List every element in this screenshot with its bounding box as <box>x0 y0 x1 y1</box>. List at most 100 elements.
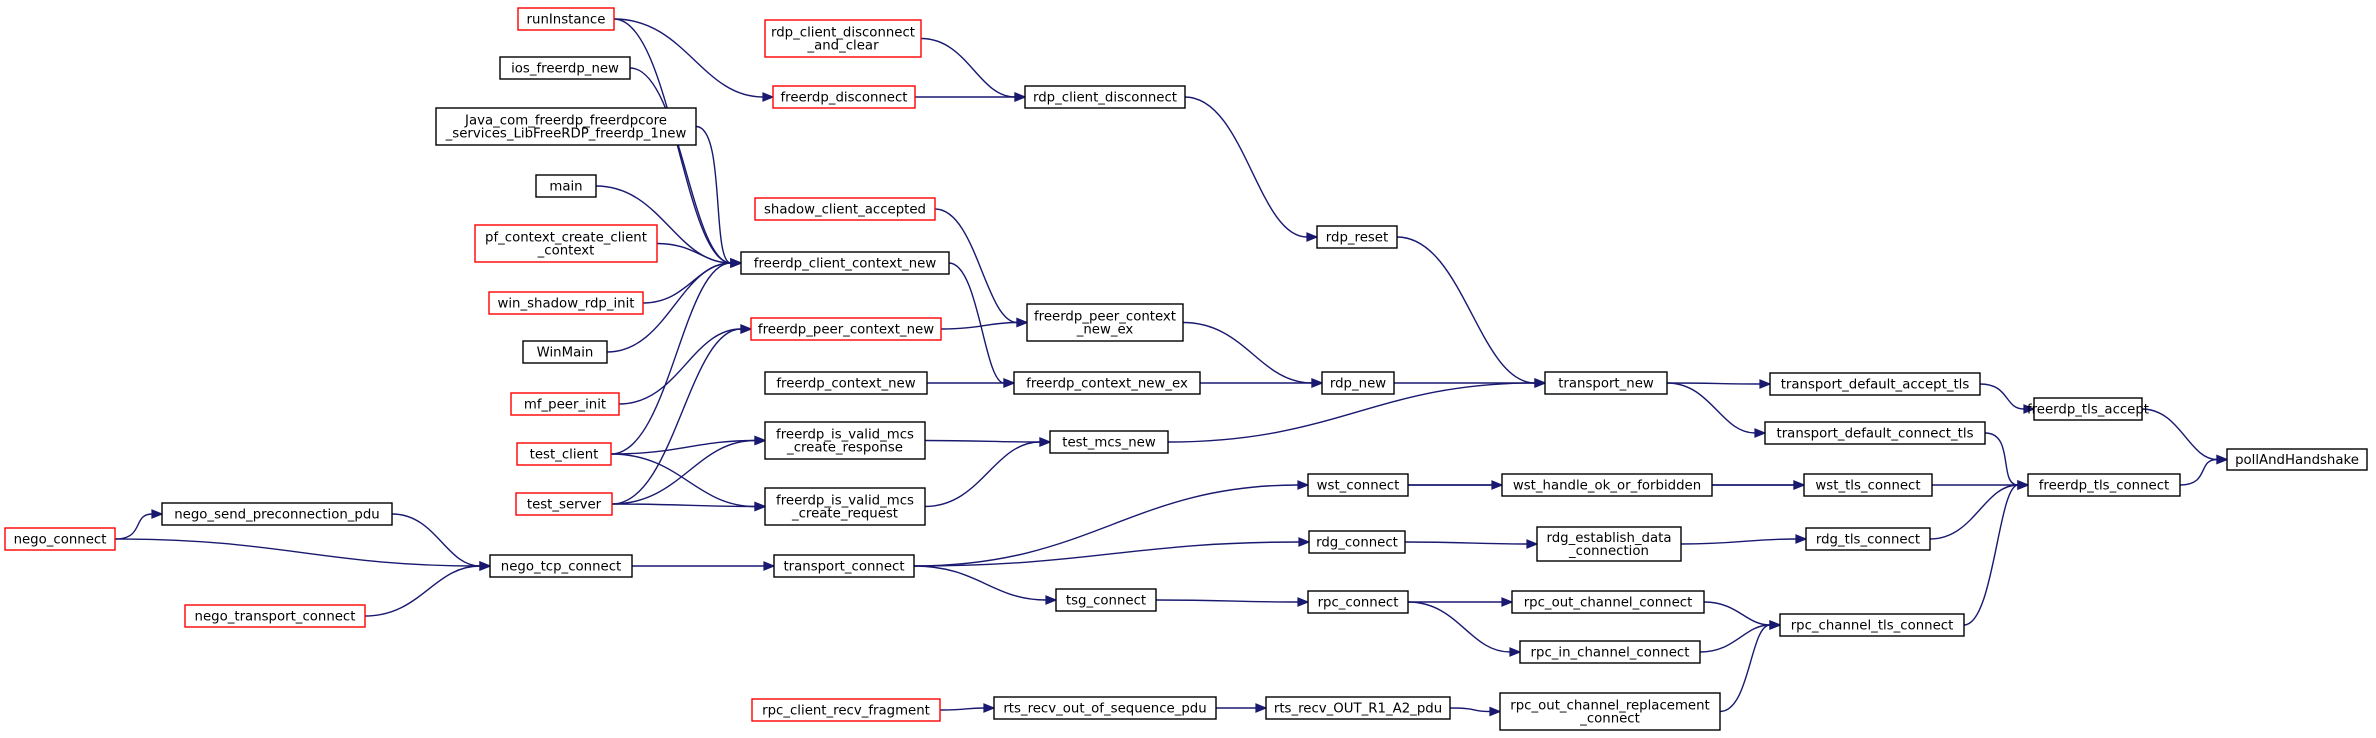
node-rdg_connect[interactable]: rdg_connect <box>1308 530 1406 554</box>
node-label: test_client <box>530 448 599 463</box>
node-box <box>1769 372 1981 396</box>
edge-line <box>1404 541 1528 545</box>
node-freerdp_disconnect[interactable]: freerdp_disconnect <box>772 85 916 109</box>
node-freerdp_context_new[interactable]: freerdp_context_new <box>764 371 928 395</box>
node-rdp_client_disconnect_and_clear[interactable]: rdp_client_disconnect_and_clear <box>764 19 922 58</box>
node-runInstance[interactable]: runInstance <box>517 7 615 31</box>
node-box <box>515 492 613 516</box>
node-rdp_reset[interactable]: rdp_reset <box>1316 225 1398 249</box>
node-wst_tls_connect[interactable]: wst_tls_connect <box>1803 473 1933 497</box>
edge-line <box>913 565 1047 601</box>
node-mf_peer_init[interactable]: mf_peer_init <box>510 392 620 416</box>
edge-line <box>611 439 756 505</box>
node-rpc_client_recv_fragment[interactable]: rpc_client_recv_fragment <box>751 698 941 722</box>
node-box <box>488 291 644 315</box>
node-box <box>1024 85 1186 109</box>
node-nego_send_preconnection_pdu[interactable]: nego_send_preconnection_pdu <box>161 502 393 526</box>
node-transport_connect[interactable]: transport_connect <box>773 554 915 578</box>
node-box <box>764 487 926 526</box>
node-label: _connect <box>1579 712 1640 727</box>
node-test_server[interactable]: test_server <box>515 492 613 516</box>
node-nego_tcp_connect[interactable]: nego_tcp_connect <box>489 554 633 578</box>
node-ios_freerdp_new[interactable]: ios_freerdp_new <box>499 56 631 80</box>
edge-line <box>1680 538 1797 545</box>
node-label: transport_default_accept_tls <box>1781 378 1970 393</box>
edge-line <box>924 441 1041 508</box>
node-main[interactable]: main <box>535 174 597 198</box>
node-rdg_establish_data_connection[interactable]: rdg_establish_data_connection <box>1536 526 1682 562</box>
edge-transport_new-to-transport_default_accept_tls <box>1666 379 1772 389</box>
edge-line <box>1666 382 1761 385</box>
nodes-layer: pollAndHandshakefreerdp_tls_acceptfreerd… <box>4 7 2368 731</box>
node-freerdp_client_context_new[interactable]: freerdp_client_context_new <box>740 251 950 275</box>
node-label: _and_clear <box>806 39 879 54</box>
node-rpc_channel_tls_connect[interactable]: rpc_channel_tls_connect <box>1779 613 1965 637</box>
node-rpc_in_channel_connect[interactable]: rpc_in_channel_connect <box>1519 640 1701 664</box>
node-box <box>1764 421 1986 445</box>
node-freerdp_is_valid_mcs_create_response[interactable]: freerdp_is_valid_mcs_create_response <box>764 421 926 460</box>
node-box <box>1307 590 1409 614</box>
node-box <box>1307 473 1409 497</box>
node-label: wst_handle_ok_or_forbidden <box>1513 479 1701 494</box>
node-label: freerdp_tls_connect <box>2039 479 2169 494</box>
node-tsg_connect[interactable]: tsg_connect <box>1055 588 1157 612</box>
node-label: rdp_client_disconnect <box>771 26 915 41</box>
edge-arrowhead <box>1509 647 1522 657</box>
node-label: _context <box>537 244 595 259</box>
node-box <box>993 696 1217 720</box>
node-shadow_client_accepted[interactable]: shadow_client_accepted <box>754 197 936 221</box>
node-WinMain[interactable]: WinMain <box>522 340 608 364</box>
node-freerdp_peer_context_new[interactable]: freerdp_peer_context_new <box>750 317 942 341</box>
edge-line <box>1396 236 1536 384</box>
edge-rdg_connect-to-rdg_establish_data_connection <box>1404 539 1539 549</box>
node-pf_context_create_client_context[interactable]: pf_context_create_client_context <box>474 224 658 263</box>
node-rpc_out_channel_replacement_connect[interactable]: rpc_out_channel_replacement_connect <box>1499 692 1721 731</box>
edge-line <box>610 439 756 455</box>
node-freerdp_peer_context_new_ex[interactable]: freerdp_peer_context_new_ex <box>1026 303 1184 342</box>
node-freerdp_is_valid_mcs_create_request[interactable]: freerdp_is_valid_mcs_create_request <box>764 487 926 526</box>
node-win_shadow_rdp_init[interactable]: win_shadow_rdp_init <box>488 291 644 315</box>
edge-arrowhead <box>740 324 753 334</box>
node-wst_connect[interactable]: wst_connect <box>1307 473 1409 497</box>
node-rdg_tls_connect[interactable]: rdg_tls_connect <box>1805 527 1931 551</box>
edge-arrowhead <box>1003 378 1016 388</box>
node-transport_new[interactable]: transport_new <box>1544 371 1668 395</box>
node-freerdp_tls_connect[interactable]: freerdp_tls_connect <box>2027 473 2181 497</box>
node-rdp_new[interactable]: rdp_new <box>1321 371 1395 395</box>
node-Java_com_freerdp[interactable]: Java_com_freerdp_freerdpcore_services_Li… <box>435 107 697 146</box>
node-wst_handle_ok_or_forbidden[interactable]: wst_handle_ok_or_forbidden <box>1501 473 1713 497</box>
edge-rdp_reset-to-transport_new <box>1396 236 1547 388</box>
edge-Java_com_freerdp-to-freerdp_client_context_new <box>695 125 743 268</box>
node-box <box>1013 371 1201 395</box>
node-rts_recv_out_of_sequence_pdu[interactable]: rts_recv_out_of_sequence_pdu <box>993 696 1217 720</box>
node-nego_transport_connect[interactable]: nego_transport_connect <box>184 604 366 628</box>
edge-arrowhead <box>1016 317 1029 328</box>
node-label: freerdp_context_new <box>776 377 915 392</box>
node-transport_default_accept_tls[interactable]: transport_default_accept_tls <box>1769 372 1981 396</box>
edge-arrowhead <box>1501 597 1514 607</box>
node-box <box>1321 371 1395 395</box>
node-rpc_connect[interactable]: rpc_connect <box>1307 590 1409 614</box>
node-nego_connect[interactable]: nego_connect <box>4 527 116 551</box>
edge-line <box>1929 484 2019 540</box>
node-freerdp_tls_accept[interactable]: freerdp_tls_accept <box>2027 397 2149 421</box>
node-label: _services_LibFreeRDP_freerdp_1new <box>445 127 687 142</box>
node-label: rts_recv_out_of_sequence_pdu <box>1003 702 1206 717</box>
node-test_mcs_new[interactable]: test_mcs_new <box>1049 430 1169 454</box>
node-label: freerdp_is_valid_mcs <box>776 428 914 443</box>
node-rts_recv_OUT_R1_A2_pdu[interactable]: rts_recv_OUT_R1_A2_pdu <box>1265 696 1451 720</box>
node-rdp_client_disconnect[interactable]: rdp_client_disconnect <box>1024 85 1186 109</box>
edge-transport_default_connect_tls-to-freerdp_tls_connect <box>1984 432 2030 490</box>
edge-line <box>618 328 742 405</box>
node-test_client[interactable]: test_client <box>516 442 612 466</box>
edge-arrowhead <box>1039 437 1052 447</box>
node-freerdp_context_new_ex[interactable]: freerdp_context_new_ex <box>1013 371 1201 395</box>
node-transport_default_connect_tls[interactable]: transport_default_connect_tls <box>1764 421 1986 445</box>
node-rpc_out_channel_connect[interactable]: rpc_out_channel_connect <box>1511 590 1705 614</box>
node-label: nego_tcp_connect <box>501 560 621 575</box>
node-label: _new_ex <box>1076 323 1134 338</box>
node-box <box>764 421 926 460</box>
edge-line <box>1719 624 1771 713</box>
node-box <box>1055 588 1157 612</box>
edge-transport_connect-to-tsg_connect <box>913 565 1058 605</box>
